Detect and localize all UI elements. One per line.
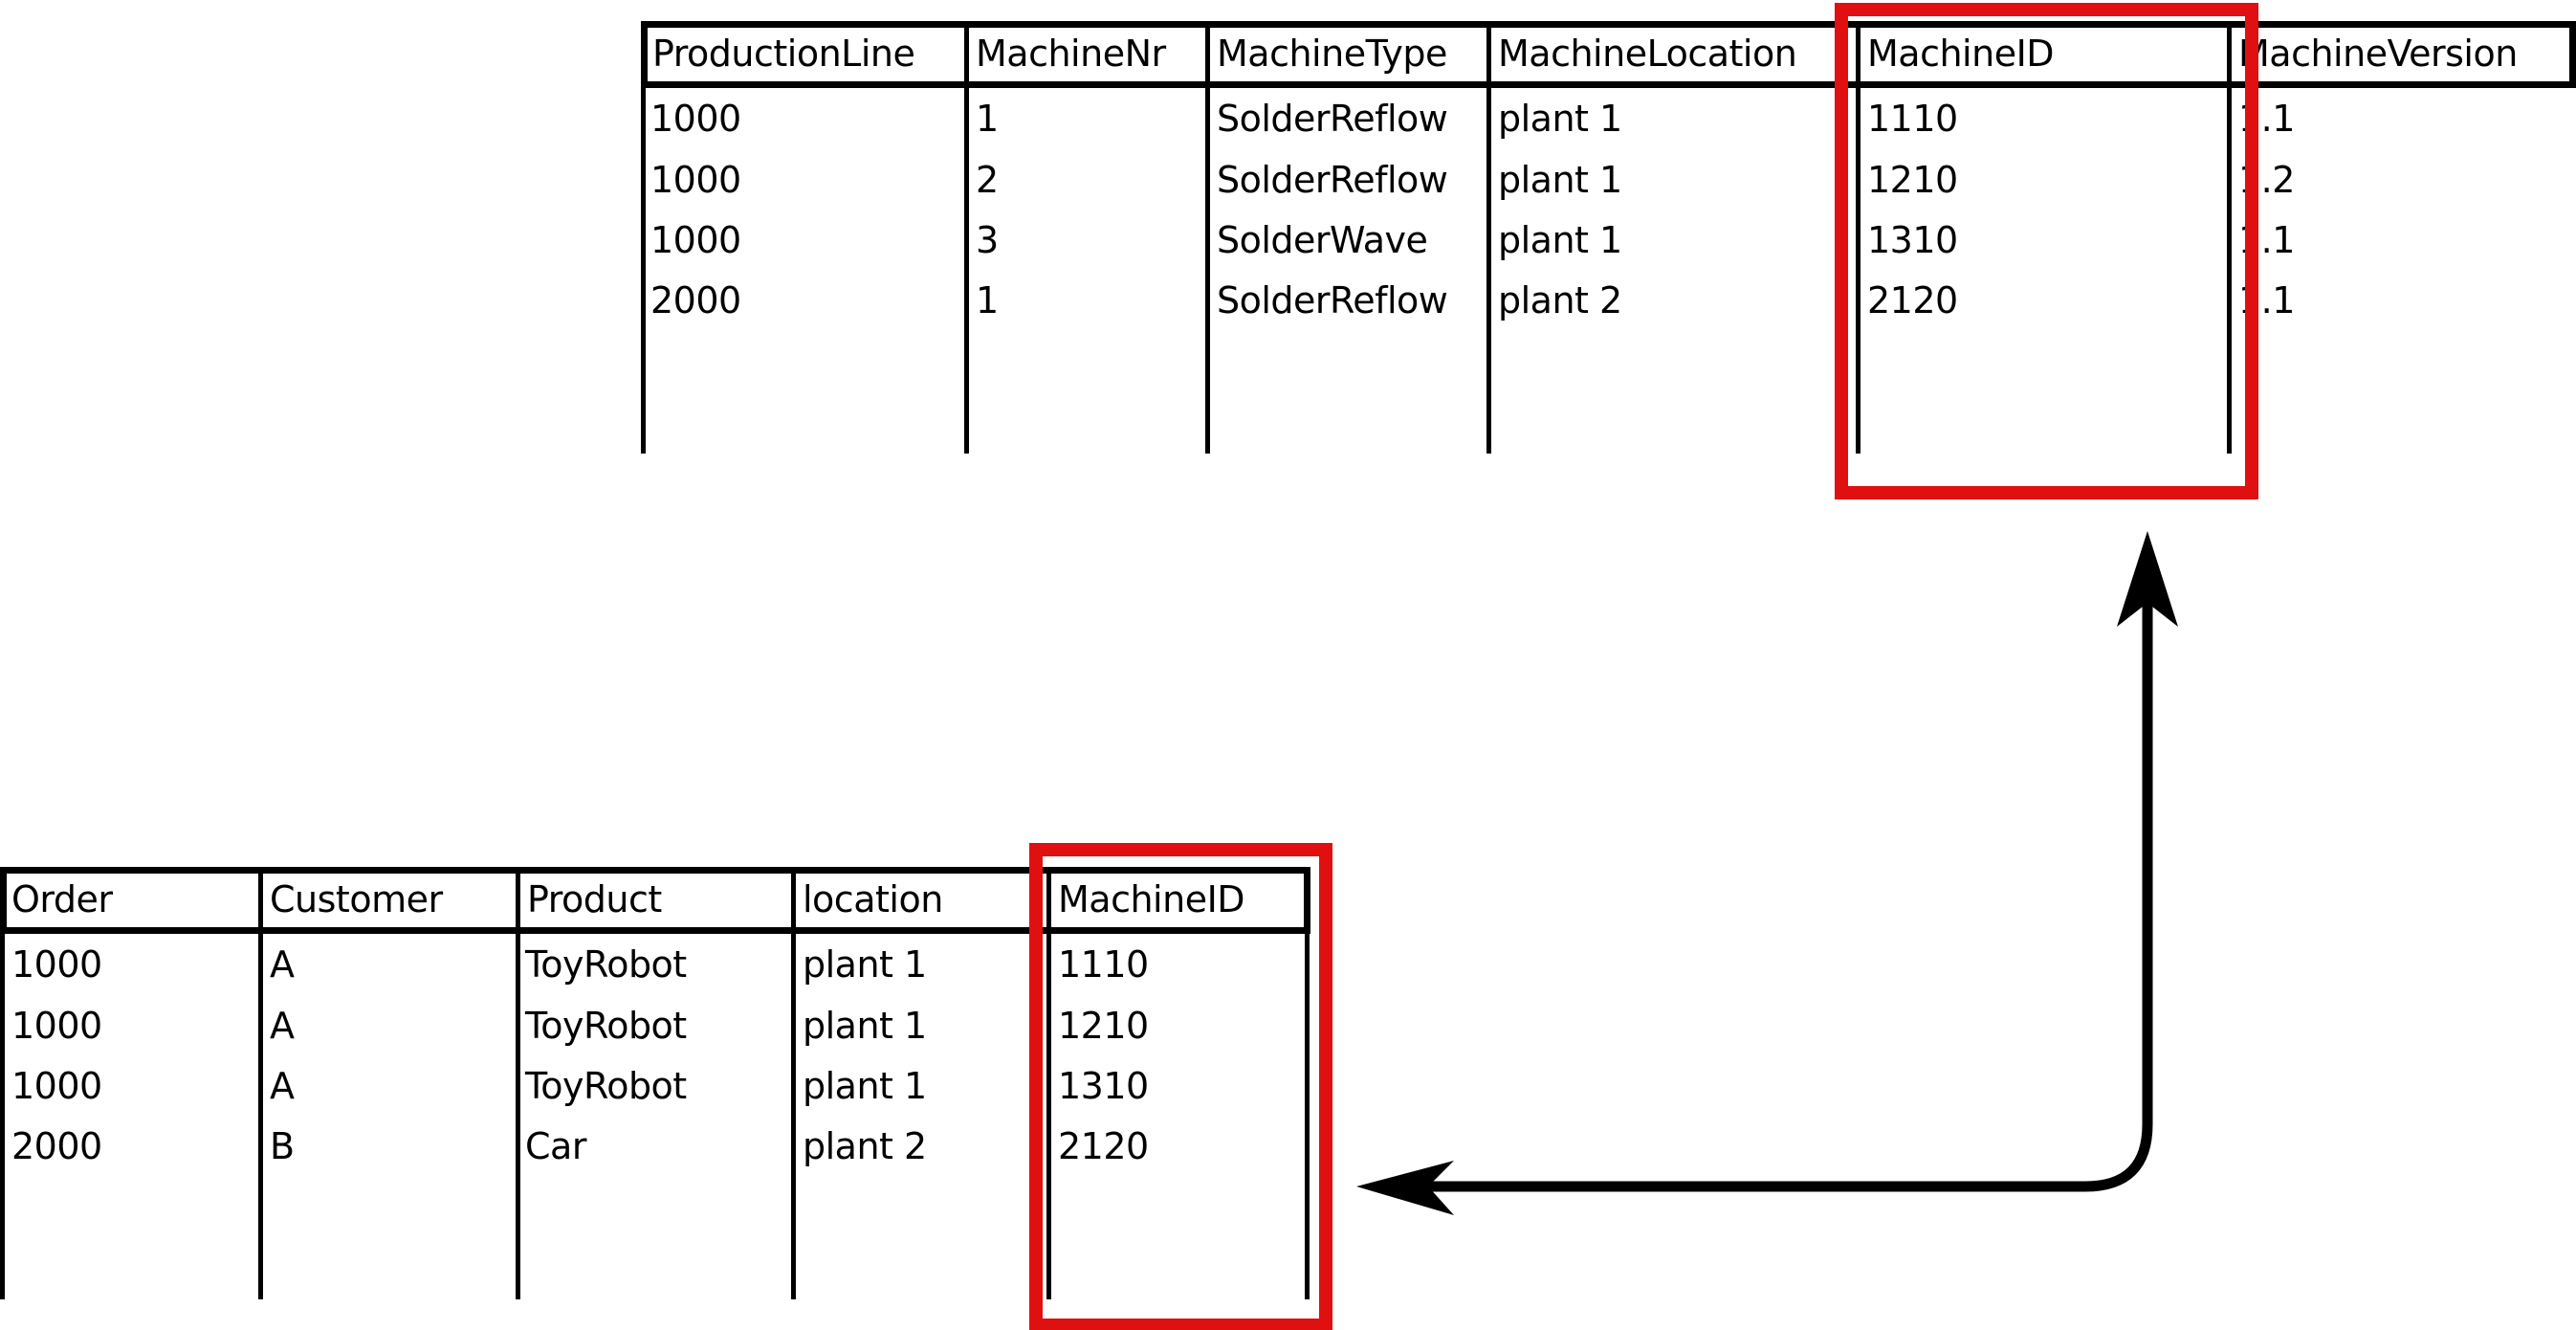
orders-column-divider (1305, 867, 1310, 1299)
machines-cell: 1110 (1867, 98, 1958, 140)
orders-cell: ToyRobot (525, 943, 687, 986)
orders-cell: A (270, 943, 295, 986)
orders-header-row (0, 867, 1310, 934)
orders-cell: A (270, 1065, 295, 1107)
orders-cell: ToyRobot (525, 1065, 687, 1107)
orders-cell: 2120 (1058, 1125, 1149, 1167)
orders-cell: 1210 (1058, 1005, 1149, 1047)
orders-header-customer: Customer (270, 878, 443, 920)
machines-cell: 1210 (1867, 159, 1958, 201)
arrowhead-up-icon (2117, 531, 2178, 627)
machines-header-machinenr: MachineNr (976, 33, 1166, 75)
orders-column-divider (1046, 867, 1051, 1299)
orders-cell: 2000 (11, 1125, 102, 1167)
machines-column-divider (1486, 21, 1491, 454)
orders-cell: 1000 (11, 1065, 102, 1107)
machines-cell: SolderReflow (1217, 98, 1448, 140)
orders-cell: Car (525, 1125, 586, 1167)
machines-cell: 2 (976, 159, 999, 201)
machineid-highlight-orders (1029, 843, 1332, 1330)
arrowhead-left-icon (1356, 1161, 1454, 1215)
orders-cell: 1110 (1058, 943, 1149, 986)
machines-cell: 3 (976, 219, 999, 261)
machineid-highlight-machines (1835, 3, 2258, 499)
orders-header-product: Product (527, 878, 662, 920)
machines-cell: SolderWave (1217, 219, 1428, 261)
machines-cell: 1000 (650, 159, 741, 201)
machines-cell: 1310 (1867, 219, 1958, 261)
orders-cell: 1000 (11, 1005, 102, 1047)
machines-cell: 1000 (650, 219, 741, 261)
orders-table: Order Customer Product location MachineI… (0, 867, 1310, 1299)
machines-cell: plant 1 (1498, 219, 1622, 261)
orders-cell: B (270, 1125, 295, 1167)
orders-cell: plant 1 (803, 943, 927, 986)
orders-cell: plant 1 (803, 1005, 927, 1047)
machines-column-divider (1856, 21, 1860, 454)
orders-cell: A (270, 1005, 295, 1047)
orders-column-divider (516, 867, 520, 1299)
orders-cell: plant 1 (803, 1065, 927, 1107)
orders-column-divider (258, 867, 263, 1299)
machines-column-divider (964, 21, 969, 454)
orders-column-divider (791, 867, 796, 1299)
machines-column-divider (641, 21, 646, 454)
orders-cell: plant 2 (803, 1125, 927, 1167)
machines-cell: 2120 (1867, 279, 1958, 321)
machines-cell: SolderReflow (1217, 279, 1448, 321)
machines-cell: 1 (976, 279, 999, 321)
machines-header-productionline: ProductionLine (652, 33, 915, 75)
orders-header-machineid: MachineID (1058, 878, 1245, 920)
orders-cell: 1000 (11, 943, 102, 986)
orders-header-location: location (803, 878, 943, 920)
machines-cell: SolderReflow (1217, 159, 1448, 201)
orders-header-order: Order (11, 878, 113, 920)
join-connector-line (1406, 574, 2153, 1192)
orders-cell: 1310 (1058, 1065, 1149, 1107)
machines-column-divider (2227, 21, 2232, 454)
machines-cell: 2000 (650, 279, 741, 321)
machines-cell: 1000 (650, 98, 741, 140)
machines-cell: 1 (976, 98, 999, 140)
machines-column-divider (1205, 21, 1210, 454)
machines-header-machineid: MachineID (1867, 33, 2055, 75)
machines-cell: plant 1 (1498, 98, 1622, 140)
orders-column-divider (0, 867, 5, 1299)
machines-header-machinelocation: MachineLocation (1498, 33, 1797, 75)
machines-header-machineversion: MachineVersion (2238, 33, 2518, 75)
orders-cell: ToyRobot (525, 1005, 687, 1047)
machines-cell: plant 2 (1498, 279, 1622, 321)
machines-header-machinetype: MachineType (1217, 33, 1447, 75)
machines-cell: plant 1 (1498, 159, 1622, 201)
